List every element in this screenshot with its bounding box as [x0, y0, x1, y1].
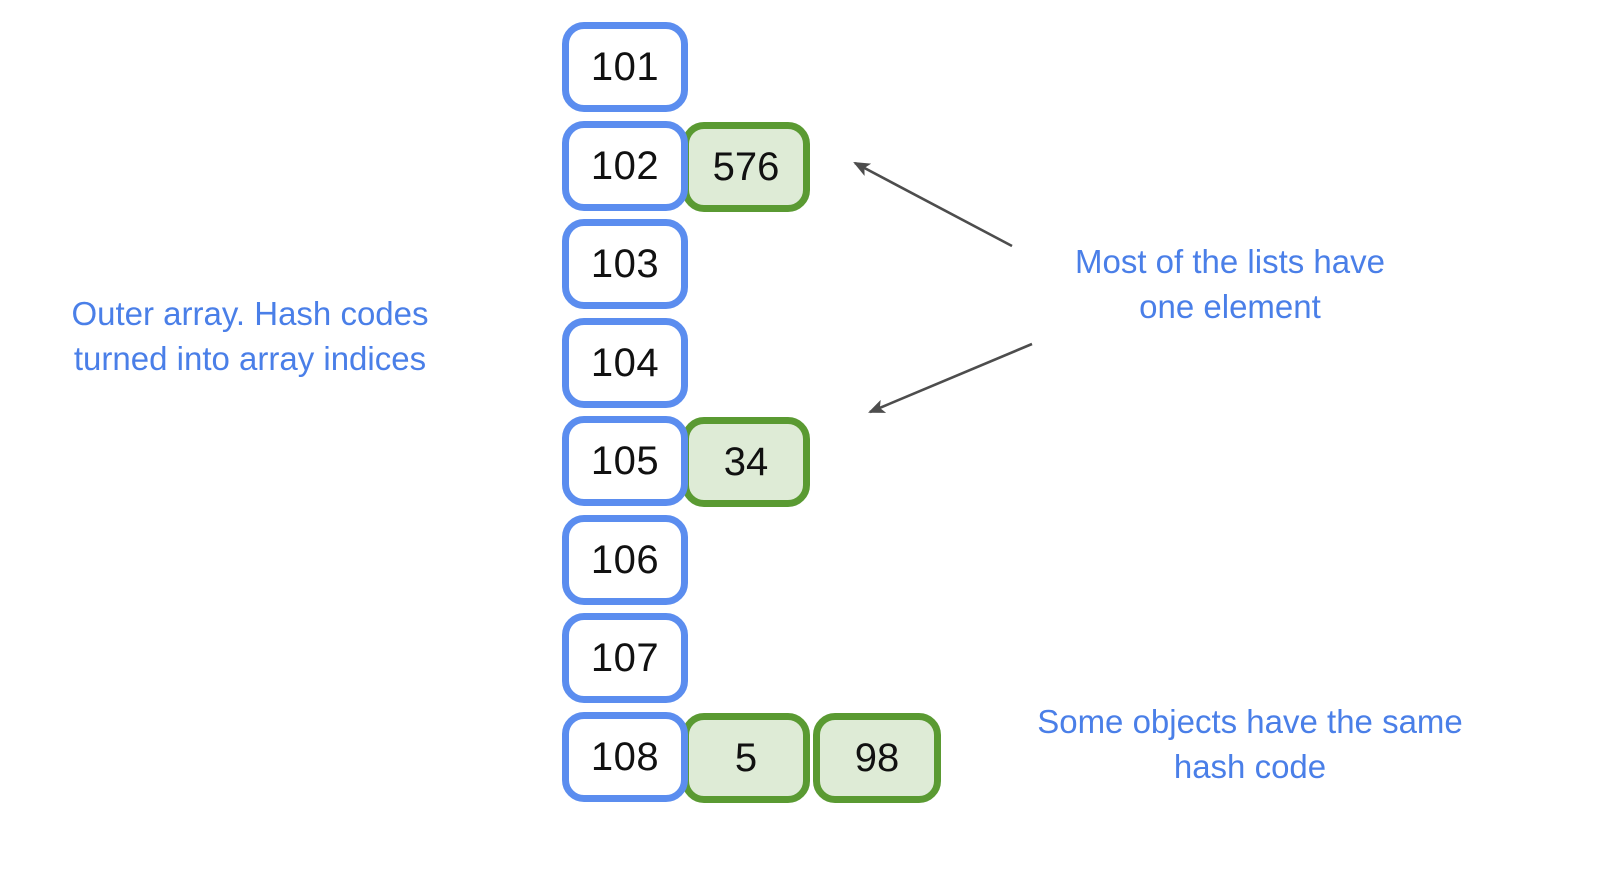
bucket-index-label: 103	[590, 242, 660, 286]
annotation-most-lists-one-element: Most of the lists have one element	[1075, 243, 1385, 325]
bucket-index-label: 104	[590, 340, 660, 385]
bucket-index-label: 108	[590, 734, 660, 779]
bucket-index-label: 102	[590, 143, 660, 188]
bucket-cell: 105	[562, 416, 688, 506]
bucket-cell: 108	[562, 711, 688, 802]
list-node: 5	[682, 712, 810, 803]
arrow-to-576	[853, 161, 1013, 248]
list-node: 98	[813, 712, 941, 803]
bucket-cell: 103	[562, 219, 688, 309]
list-node: 576	[682, 121, 810, 212]
list-node-value: 5	[734, 735, 758, 780]
annotation-outer-array: Outer array. Hash codes turned into arra…	[71, 295, 429, 377]
bucket-cell: 101	[562, 22, 688, 112]
bucket-cell: 107	[562, 613, 688, 703]
list-node-value: 98	[854, 735, 900, 780]
arrow-to-34	[868, 342, 1033, 414]
annotation-same-hash-code: Some objects have the same hash code	[1037, 703, 1463, 785]
bucket-cell: 102	[562, 120, 688, 211]
list-node-value: 34	[723, 440, 769, 484]
list-node: 34	[682, 417, 810, 507]
bucket-index-label: 101	[590, 45, 660, 89]
bucket-cell: 104	[562, 317, 688, 408]
bucket-index-label: 107	[590, 636, 660, 680]
list-node-value: 576	[712, 144, 780, 189]
bucket-cell: 106	[562, 514, 688, 605]
bucket-index-label: 106	[590, 537, 660, 582]
bucket-index-label: 105	[590, 439, 660, 483]
